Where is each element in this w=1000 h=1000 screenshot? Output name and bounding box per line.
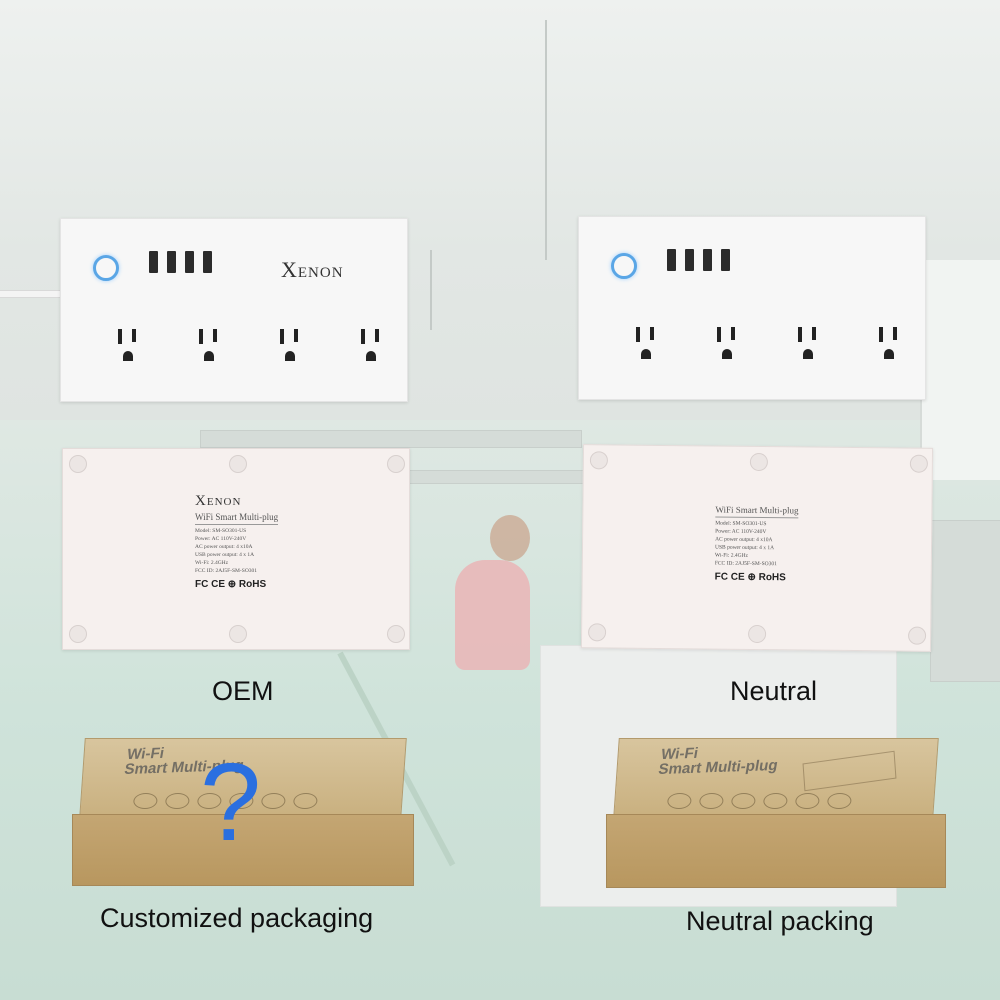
usb-ports: [667, 249, 730, 271]
box-front: [72, 814, 414, 886]
rubber-foot: [229, 625, 247, 643]
power-cord: [0, 290, 62, 298]
ac-outlet: [698, 317, 753, 369]
oem-caption: OEM: [212, 676, 274, 706]
workbench: [400, 470, 602, 484]
workbench: [200, 430, 582, 448]
neutral-caption: Neutral: [730, 676, 818, 706]
usb-port: [685, 249, 694, 271]
power-button-icon: [93, 255, 119, 281]
rubber-foot: [589, 451, 609, 470]
label-brand: XENON: [195, 493, 242, 509]
usb-port: [185, 251, 194, 273]
neutral-power-strip-back: WiFi Smart Multi-plug Model: SM-SO301-US…: [580, 444, 934, 652]
rubber-foot: [387, 455, 405, 473]
rubber-foot: [749, 452, 768, 472]
box-feature-icons: [666, 793, 852, 809]
label-spec-line: USB power output: 4 x 1A: [195, 552, 255, 558]
usb-port: [203, 251, 212, 273]
usb-ports: [149, 251, 212, 273]
certification-marks: FC CE ⊕ RoHS: [714, 571, 786, 584]
ceiling-lamp: [430, 250, 432, 330]
box-lid: Wi-Fi Smart Multi-plug: [613, 738, 939, 818]
rubber-foot: [909, 454, 928, 473]
label-spec-line: AC power output: 4 x10A: [195, 544, 253, 550]
box-front: [606, 814, 946, 888]
neutral-power-strip-front: [578, 216, 926, 400]
product-label: WiFi Smart Multi-plug Model: SM-SO301-US…: [714, 504, 799, 584]
rubber-foot: [69, 625, 87, 643]
label-spec-line: Model: SM-SO301-US: [195, 528, 247, 534]
label-product-name: WiFi Smart Multi-plug: [715, 504, 799, 519]
window: [920, 260, 1000, 480]
usb-port: [167, 251, 176, 273]
neutral-packing-caption: Neutral packing: [686, 906, 874, 936]
label-spec-line: FCC ID: 2AJ5F-SM-SO301: [195, 568, 258, 574]
label-product-name: WiFi Smart Multi-plug: [195, 512, 279, 525]
ceiling-lamp: [545, 20, 547, 260]
certification-marks: FC CE ⊕ RoHS: [195, 579, 267, 590]
usb-port: [721, 249, 730, 271]
label-spec-line: FCC ID: 2AJ5F-SM-SO301: [714, 560, 777, 568]
ac-outlets: [617, 317, 915, 369]
neutral-packaging-box: Wi-Fi Smart Multi-plug: [606, 738, 946, 888]
ac-outlet: [261, 319, 316, 371]
box-print-text: Wi-Fi Smart Multi-plug: [657, 744, 780, 779]
ac-outlet: [860, 317, 915, 369]
usb-port: [149, 251, 158, 273]
rubber-foot: [907, 626, 927, 645]
ac-outlets: [99, 319, 397, 371]
product-label: XENON WiFi Smart Multi-plug Model: SM-SO…: [195, 493, 279, 590]
label-spec-line: Power: AC 110V-240V: [195, 536, 247, 542]
customized-packaging-caption: Customized packaging: [100, 903, 374, 933]
ac-outlet: [779, 317, 834, 369]
ac-outlet: [617, 317, 672, 369]
worker-shirt: [455, 560, 530, 670]
rubber-foot: [748, 624, 767, 644]
oem-power-strip-back: XENON WiFi Smart Multi-plug Model: SM-SO…: [62, 448, 410, 650]
worker-head: [490, 515, 530, 561]
ac-outlet: [342, 319, 397, 371]
box-strip-drawing: [802, 750, 897, 792]
usb-port: [703, 249, 712, 271]
ac-outlet: [99, 319, 154, 371]
usb-port: [667, 249, 676, 271]
ac-outlet: [180, 319, 235, 371]
brand-logo: XENON: [281, 257, 344, 282]
rubber-foot: [387, 625, 405, 643]
rubber-foot: [229, 455, 247, 473]
power-button-icon: [611, 253, 637, 279]
question-mark: ?: [200, 741, 262, 864]
label-spec-line: Wi-Fi: 2.4GHz: [195, 560, 229, 566]
workbench: [930, 520, 1000, 682]
rubber-foot: [69, 455, 87, 473]
oem-power-strip-front: XENON: [60, 218, 408, 402]
rubber-foot: [588, 623, 607, 642]
oem-packaging-box: Wi-Fi Smart Multi-plug: [72, 738, 414, 886]
